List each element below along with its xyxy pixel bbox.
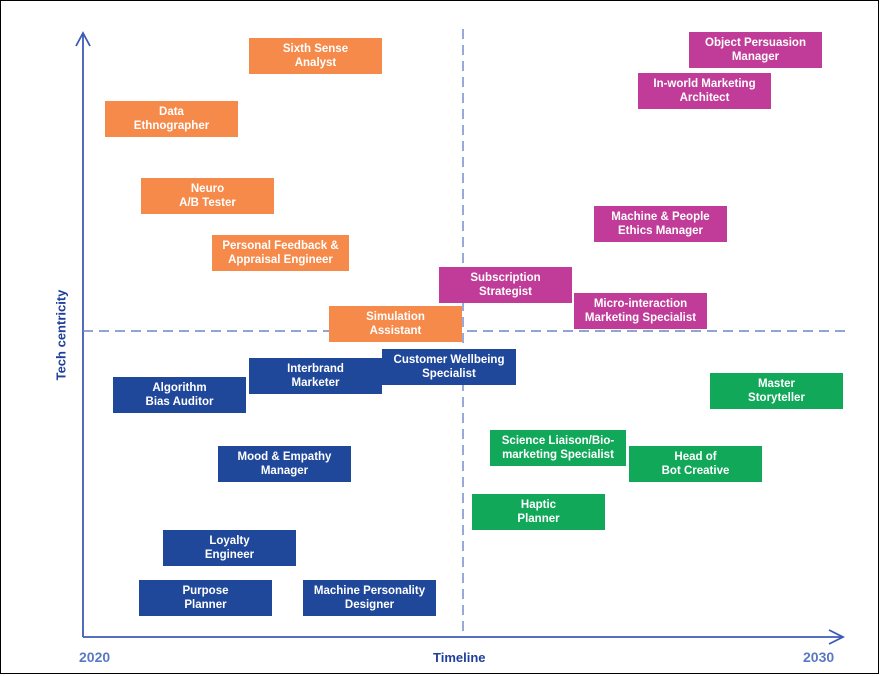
x-axis-arrow — [828, 629, 846, 645]
role-machine-people-ethics-manager: Machine & People Ethics Manager — [594, 206, 727, 242]
role-interbrand-marketer: Interbrand Marketer — [249, 358, 382, 394]
role-micro-interaction-specialist: Micro-interaction Marketing Specialist — [574, 293, 707, 329]
x-axis-end-label: 2030 — [803, 649, 835, 665]
role-customer-wellbeing-specialist: Customer Wellbeing Specialist — [382, 349, 516, 385]
role-object-persuasion-manager: Object Persuasion Manager — [689, 32, 822, 68]
role-algorithm-bias-auditor: Algorithm Bias Auditor — [113, 377, 246, 413]
role-machine-personality-designer: Machine Personality Designer — [303, 580, 436, 616]
role-subscription-strategist: Subscription Strategist — [439, 267, 572, 303]
role-sixth-sense-analyst: Sixth Sense Analyst — [249, 38, 382, 74]
role-data-ethnographer: Data Ethnographer — [105, 101, 238, 137]
role-personal-feedback-engineer: Personal Feedback & Appraisal Engineer — [212, 235, 349, 271]
role-purpose-planner: Purpose Planner — [139, 580, 272, 616]
x-axis-start-label: 2020 — [79, 649, 111, 665]
role-simulation-assistant: Simulation Assistant — [329, 306, 462, 342]
role-haptic-planner: Haptic Planner — [472, 494, 605, 530]
role-loyalty-engineer: Loyalty Engineer — [163, 530, 296, 566]
role-head-of-bot-creative: Head of Bot Creative — [629, 446, 762, 482]
role-master-storyteller: Master Storyteller — [710, 373, 843, 409]
role-inworld-marketing-architect: In-world Marketing Architect — [638, 73, 771, 109]
role-mood-empathy-manager: Mood & Empathy Manager — [218, 446, 351, 482]
role-science-liaison-specialist: Science Liaison/Bio- marketing Specialis… — [490, 430, 626, 466]
y-axis-label: Tech centricity — [53, 289, 69, 381]
x-axis-label: Timeline — [433, 650, 486, 665]
y-axis-arrow — [75, 31, 91, 47]
role-neuro-ab-tester: Neuro A/B Tester — [141, 178, 274, 214]
